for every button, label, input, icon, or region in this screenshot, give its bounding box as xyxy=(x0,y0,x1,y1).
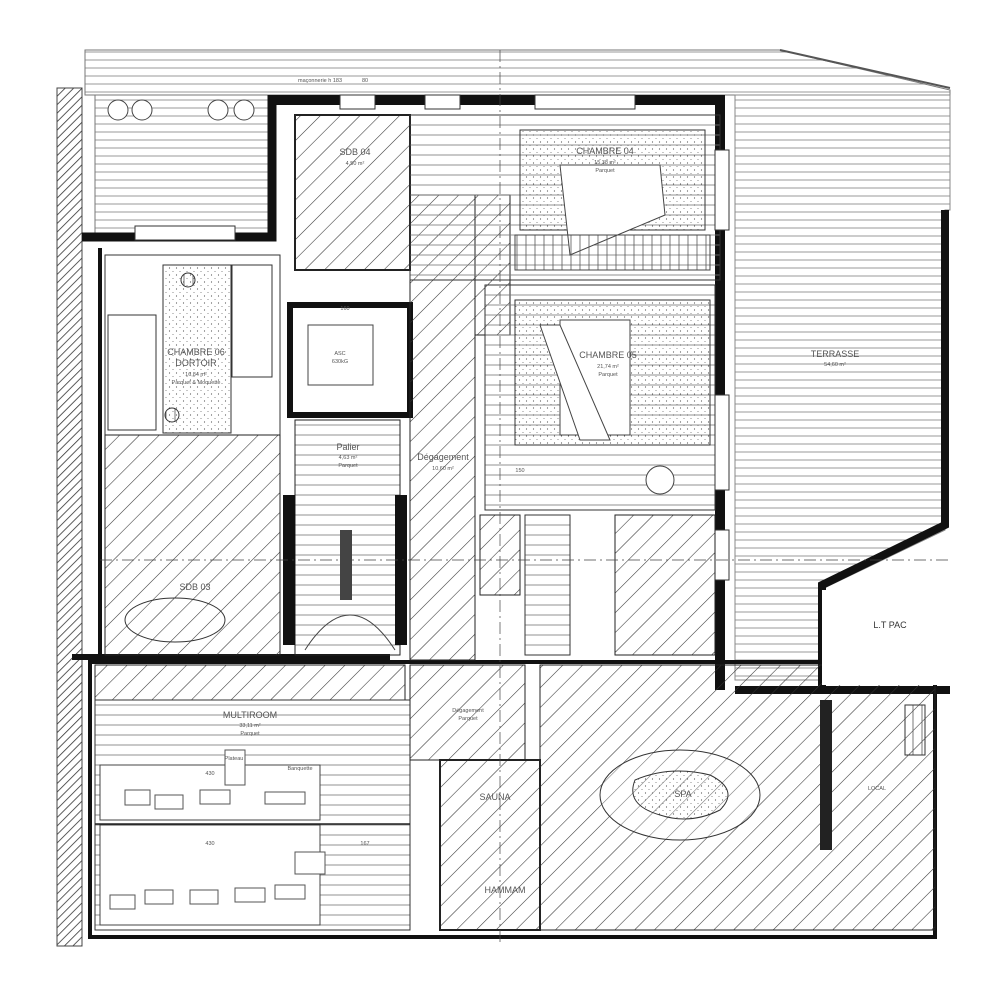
small-terrace xyxy=(94,94,273,234)
palier-name: Palier xyxy=(336,442,359,452)
room-dressing xyxy=(524,514,571,656)
windows xyxy=(134,94,730,581)
dimension-note-value: 80 xyxy=(362,78,368,84)
asc-name: ASC xyxy=(334,351,345,357)
sdb-03-name: SDB 03 xyxy=(179,582,210,592)
multiroom-area: 33,11 m² xyxy=(239,723,260,729)
local-name: LOCAL xyxy=(868,786,886,792)
room-chambre-04 xyxy=(409,114,721,281)
spa-name: SPA xyxy=(674,789,691,799)
chambre-06-floor: Parquet & Moquette xyxy=(172,380,221,386)
palier-floor: Parquet xyxy=(338,463,358,469)
elevator-shaft xyxy=(287,302,413,418)
degagement-lower-floor: Parquet xyxy=(458,716,478,722)
terrasse-name: TERRASSE xyxy=(811,349,860,359)
degagement-lower-name: Dégagement xyxy=(452,708,484,714)
chambre-06-name: CHAMBRE 06 xyxy=(167,347,225,357)
degagement-area: 10,60 m² xyxy=(432,466,454,472)
room-sdb-04 xyxy=(294,114,411,271)
multiroom-floor: Parquet xyxy=(240,731,260,737)
room-palier xyxy=(283,419,407,656)
palier-area: 4,63 m² xyxy=(339,455,358,461)
chambre-06-sub: DORTOIR xyxy=(175,358,217,368)
dimension-note-label: maçonnerie h 183 xyxy=(298,78,342,84)
left-exterior-wall xyxy=(56,87,83,947)
multiroom-name: MULTIROOM xyxy=(223,710,277,720)
dimension-label: 167 xyxy=(360,841,369,847)
storage-strip xyxy=(94,664,406,701)
banquette-label: Banquette xyxy=(287,766,312,772)
chambre-05-floor: Parquet xyxy=(598,372,618,378)
chambre-05-name: CHAMBRE 05 xyxy=(579,350,637,360)
room-degagement-lower xyxy=(409,664,526,761)
dimension-label: 150 xyxy=(515,468,524,474)
asc-capacity: 630kG xyxy=(332,359,348,365)
ltpac-name: L.T PAC xyxy=(873,620,907,630)
chambre-04-area: 15,38 m² xyxy=(594,160,616,166)
axis-lines xyxy=(100,50,950,945)
sdb-04-name: SDB 04 xyxy=(339,147,370,157)
dimension-label: 160 xyxy=(340,306,349,312)
sauna-name: SAUNA xyxy=(479,792,510,802)
chambre-05-area: 21,74 m² xyxy=(597,364,619,370)
room-multiroom xyxy=(94,699,411,931)
room-ltpac xyxy=(822,590,950,685)
chambre-06-area: 16,84 m² xyxy=(185,372,207,378)
terrasse-area: 54,60 m² xyxy=(824,362,846,368)
degagement-name: Dégagement xyxy=(417,452,469,462)
hammam-name: HAMMAM xyxy=(485,885,526,895)
chambre-04-floor: Parquet xyxy=(595,168,615,174)
dimension-label: 430 xyxy=(205,771,214,777)
room-chambre-06 xyxy=(104,254,281,436)
plateau-label: Plateau xyxy=(225,756,244,762)
room-sdb-05 xyxy=(614,514,716,656)
top-terrace-band xyxy=(84,49,951,96)
room-spa xyxy=(539,664,936,931)
room-chambre-05 xyxy=(484,284,716,511)
dimension-label: 430 xyxy=(205,841,214,847)
chambre-04-name: CHAMBRE 04 xyxy=(576,146,634,156)
room-sdb-03 xyxy=(104,434,281,656)
sdb-04-area: 4,50 m² xyxy=(346,161,365,167)
room-sauna xyxy=(439,759,541,931)
